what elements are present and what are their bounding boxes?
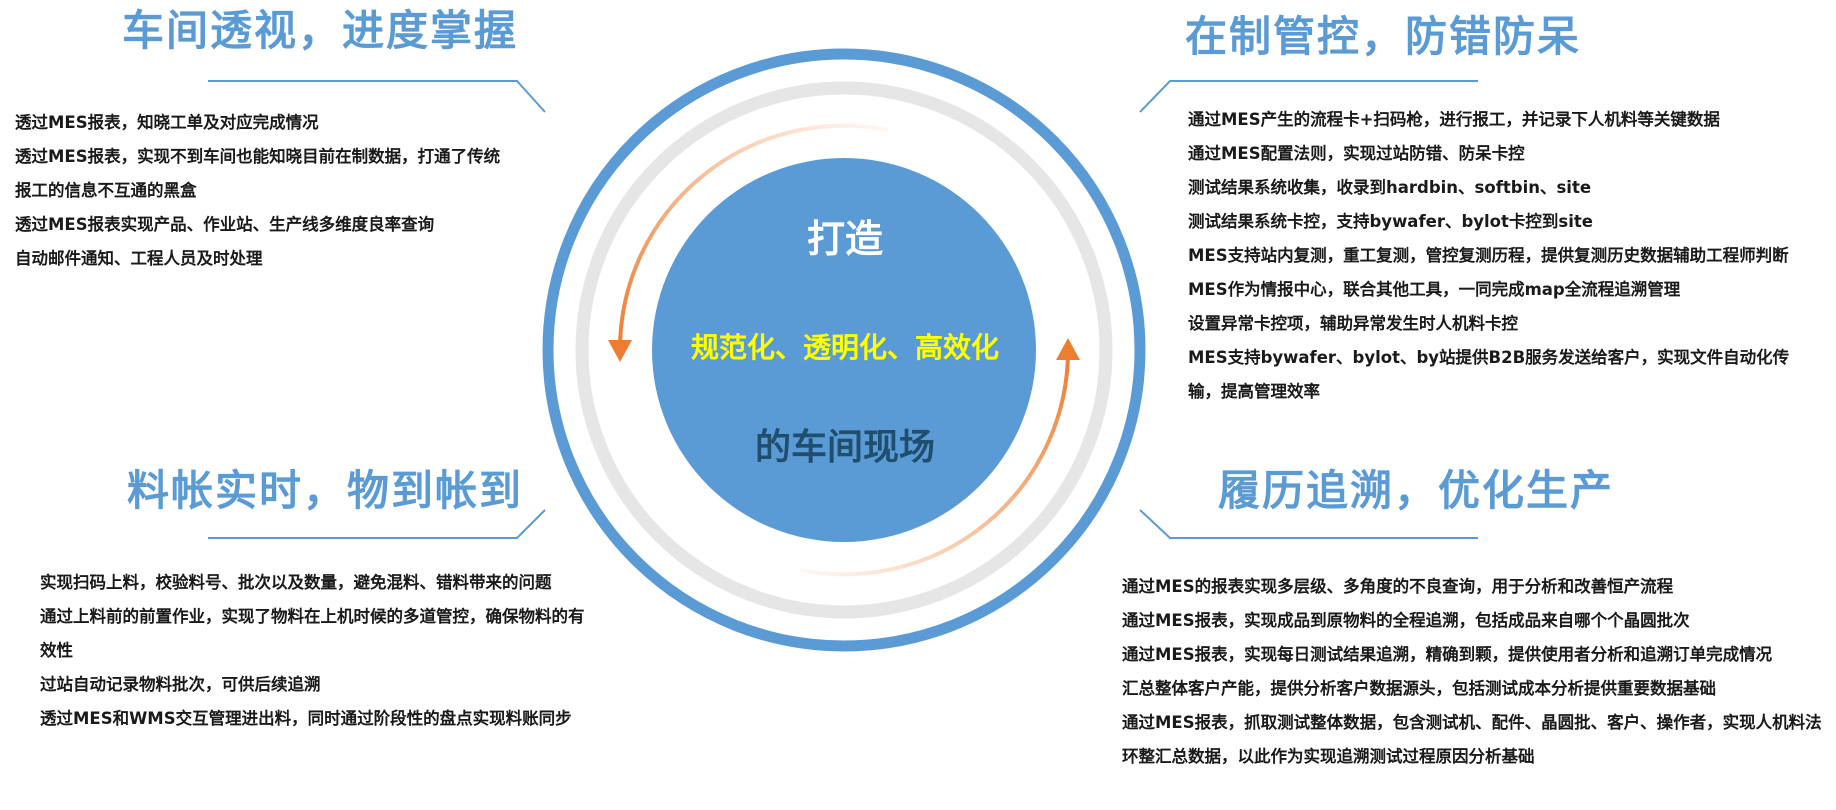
list-item: 测试结果系统收集，收录到hardbin、softbin、site [1188, 178, 1592, 197]
list-item: MES支持bywafer、bylot、by站提供B2B服务发送给客户，实现文件自… [1188, 348, 1790, 401]
list-item: 通过MES产生的流程卡+扫码枪，进行报工，并记录下人机料等关键数据 [1188, 110, 1720, 129]
list-item: 测试结果系统卡控，支持bywafer、bylot卡控到site [1188, 212, 1593, 231]
list-item: 透过MES报表，知晓工单及对应完成情况 [15, 113, 319, 132]
list-item: MES支持站内复测，重工复测，管控复测历程，提供复测历史数据辅助工程师判断 [1188, 246, 1789, 265]
list-item: 自动邮件通知、工程人员及时处理 [15, 249, 263, 268]
list-item: 通过MES报表，抓取测试整体数据，包含测试机、配件、晶圆批、客户、操作者，实现人… [1122, 713, 1822, 766]
list-item: 通过MES配置法则，实现过站防错、防呆卡控 [1188, 144, 1525, 163]
title-top-right: 在制管控，防错防呆 [1185, 12, 1582, 61]
list-item: 汇总整体客户产能，提供分析客户数据源头，包括测试成本分析提供重要数据基础 [1122, 679, 1716, 698]
list-item: 实现扫码上料，校验料号、批次以及数量，避免混料、错料带来的问题 [40, 573, 552, 592]
list-item: 设置异常卡控项，辅助异常发生时人机料卡控 [1188, 314, 1518, 333]
list-item: 通过MES的报表实现多层级、多角度的不良查询，用于分析和改善恒产流程 [1122, 577, 1674, 596]
list-item: 通过MES报表，实现成品到原物料的全程追溯，包括成品来自哪个个晶圆批次 [1122, 611, 1690, 630]
arrow-down-icon [608, 340, 632, 362]
arrow-up-icon [1056, 338, 1080, 360]
title-bottom-left: 料帐实时，物到帐到 [127, 466, 524, 515]
list-item: 透过MES报表实现产品、作业站、生产线多维度良率查询 [15, 215, 435, 234]
center-line-2: 规范化、透明化、高效化 [690, 331, 999, 364]
list-item: MES作为情报中心，联合其他工具，一同完成map全流程追溯管理 [1188, 280, 1681, 299]
title-bottom-right: 履历追溯，优化生产 [1218, 466, 1615, 515]
center-line-1: 打造 [806, 217, 883, 261]
center-line-3: 的车间现场 [754, 427, 935, 468]
list-bottom-left: 实现扫码上料，校验料号、批次以及数量，避免混料、错料带来的问题 通过上料前的前置… [40, 566, 600, 736]
list-bottom-right: 通过MES的报表实现多层级、多角度的不良查询，用于分析和改善恒产流程 通过MES… [1122, 570, 1832, 774]
list-top-left: 透过MES报表，知晓工单及对应完成情况 透过MES报表，实现不到车间也能知晓目前… [15, 106, 515, 276]
list-item: 通过上料前的前置作业，实现了物料在上机时候的多道管控，确保物料的有效性 [40, 607, 585, 660]
list-item: 透过MES和WMS交互管理进出料，同时通过阶段性的盘点实现料账同步 [40, 709, 572, 728]
list-item: 通过MES报表，实现每日测试结果追溯，精确到颗，提供使用者分析和追溯订单完成情况 [1122, 645, 1773, 664]
list-top-right: 通过MES产生的流程卡+扫码枪，进行报工，并记录下人机料等关键数据 通过MES配… [1188, 103, 1808, 409]
title-top-left: 车间透视，进度掌握 [122, 6, 519, 55]
list-item: 过站自动记录物料批次，可供后续追溯 [40, 675, 321, 694]
list-item: 透过MES报表，实现不到车间也能知晓目前在制数据，打通了传统报工的信息不互通的黑… [15, 147, 501, 200]
